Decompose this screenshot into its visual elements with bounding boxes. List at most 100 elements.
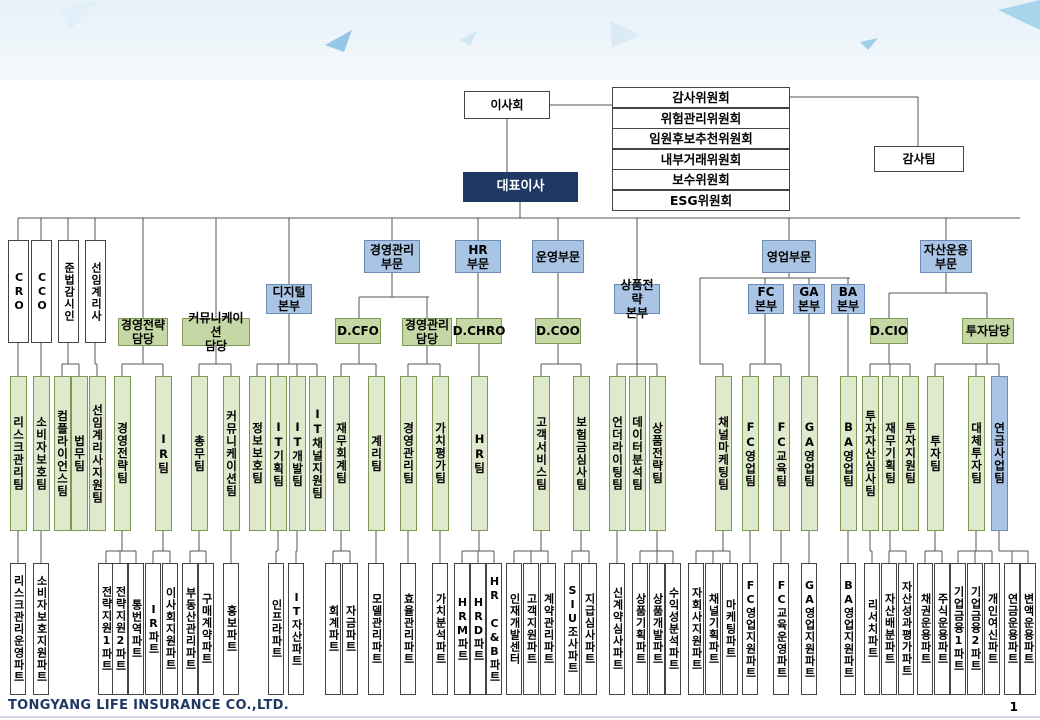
part-11-label: IT자산파트 [290,591,303,667]
part-19-label: HR C&B파트 [488,575,501,683]
committee-1: 위험관리위원회 [612,107,790,129]
team-17-label: HR팀 [472,432,487,475]
part-35: BA영업지원파트 [840,563,856,695]
team-22: 상품전략팀 [649,376,666,531]
division-hr: HR 부문 [455,240,501,273]
board-box: 이사회 [464,91,550,119]
officer-dcio-label: D.CIO [870,324,908,338]
part-18: HRD파트 [470,563,486,695]
board-box-label: 이사회 [490,98,524,112]
division-sales-label: 영업부문 [766,249,812,264]
team-30-label: 투자지원팀 [903,422,918,485]
part-44-label: 연금운용파트 [1006,593,1019,665]
part-1-label: 소비자보호지원파트 [35,575,48,683]
hq-fc-label: FC 본부 [754,285,778,313]
part-8: 구매계약파트 [198,563,214,695]
team-1-label: 소비자보호팀 [34,416,49,491]
team-9: 정보보호팀 [249,376,266,531]
part-42-label: 기업금융2파트 [969,586,982,672]
team-2: 컴플라이언스팀 [54,376,71,531]
part-2-label: 전략지원1파트 [100,586,113,672]
part-27-label: 상품개발파트 [651,593,664,665]
part-6-label: 이사회지원파트 [164,587,177,671]
hq-product: 상품전략 본부 [614,278,660,320]
team-26-label: GA영업팀 [802,419,817,488]
part-40-label: 주식운용파트 [936,593,949,665]
part-9-label: 홍보파트 [225,605,238,653]
team-26: GA영업팀 [801,376,818,531]
team-16-label: 가치평가팀 [433,422,448,485]
team-20: 언더라이팅팀 [609,376,626,531]
team-11: IT개발팀 [289,376,306,531]
part-39: 채권운용파트 [917,563,933,695]
team-11-label: IT개발팀 [290,419,305,488]
team-9-label: 정보보호팀 [250,422,265,485]
team-6-label: IR팀 [156,432,171,475]
part-32: FC영업지원파트 [742,563,758,695]
officer-compliance-label: 준법감시인 [62,261,76,322]
part-22: 계약관리파트 [540,563,556,695]
part-0: 리스크관리운영파트 [10,563,26,695]
division-mgmt: 경영관리 부문 [364,240,420,273]
officer-dcfo: D.CFO [335,318,381,344]
part-10: 인프라파트 [268,563,284,695]
part-12: 회계파트 [325,563,341,695]
officer-invest-label: 투자담당 [965,324,1011,338]
officer-actuary: 선임계리사 [85,240,106,343]
part-36: 리서치파트 [864,563,880,695]
team-5-label: 경영전략팀 [115,422,130,485]
officer-actuary-label: 선임계리사 [89,261,103,322]
team-1: 소비자보호팀 [33,376,50,531]
part-24: 지급심사파트 [581,563,597,695]
part-37-label: 자산배분파트 [883,593,896,665]
part-41-label: 기업금융1파트 [952,586,965,672]
part-4: 통번역파트 [128,563,144,695]
team-5: 경영전략팀 [114,376,131,531]
team-27: BA영업팀 [840,376,857,531]
part-28-label: 수익성분석파트 [667,587,680,671]
part-1: 소비자보호지원파트 [33,563,49,695]
team-13-label: 재무회계팀 [334,422,349,485]
team-10-label: IT기획팀 [271,419,286,488]
team-3-label: 법무팀 [72,434,87,473]
ceo-box: 대표이사 [463,172,578,202]
part-0-label: 리스크관리운영파트 [12,575,25,683]
part-3-label: 전략지원2파트 [114,586,127,672]
team-16: 가치평가팀 [432,376,449,531]
team-4: 선임계리사지원팀 [89,376,106,531]
division-ops-label: 운영부문 [535,249,581,264]
team-18: 고객서비스팀 [533,376,550,531]
part-2: 전략지원1파트 [98,563,114,695]
hq-ba: BA 본부 [831,284,865,314]
hq-ga: GA 본부 [793,284,825,314]
officer-cro-label: CRO [12,270,26,313]
team-25: FC교육팀 [773,376,790,531]
company-name: TONGYANG LIFE INSURANCE CO.,LTD. [8,698,289,713]
team-0-label: 리스크관리팀 [11,416,26,491]
hq-digital-label: 디지털 본부 [272,285,306,313]
part-7: 부동산관리파트 [182,563,198,695]
division-mgmt-label: 경영관리 부문 [369,242,415,271]
part-22-label: 계약관리파트 [542,593,555,665]
header-banner [0,0,1040,80]
officer-dcoo-label: D.COO [536,324,580,338]
officer-dcoo: D.COO [535,318,581,344]
team-7-label: 총무팀 [192,434,207,473]
team-32: 대체투자팀 [968,376,985,531]
part-38-label: 자산성과평가파트 [900,581,913,677]
team-14-label: 계리팀 [369,434,384,473]
part-17: HRM파트 [454,563,470,695]
part-3: 전략지원2파트 [112,563,128,695]
part-37: 자산배분파트 [881,563,897,695]
committee-4: 보수위원회 [612,169,790,190]
part-38: 자산성과평가파트 [898,563,914,695]
part-15-label: 효율관리파트 [402,593,415,665]
part-14: 모델관리파트 [368,563,384,695]
team-24-label: FC영업팀 [743,419,758,488]
officer-comm-label: 커뮤니케이션 담당 [188,311,244,353]
team-15: 경영관리팀 [400,376,417,531]
part-33: FC교육운영파트 [773,563,789,695]
officer-strategy-label: 경영전략 담당 [120,318,166,346]
part-27: 상품개발파트 [649,563,665,695]
